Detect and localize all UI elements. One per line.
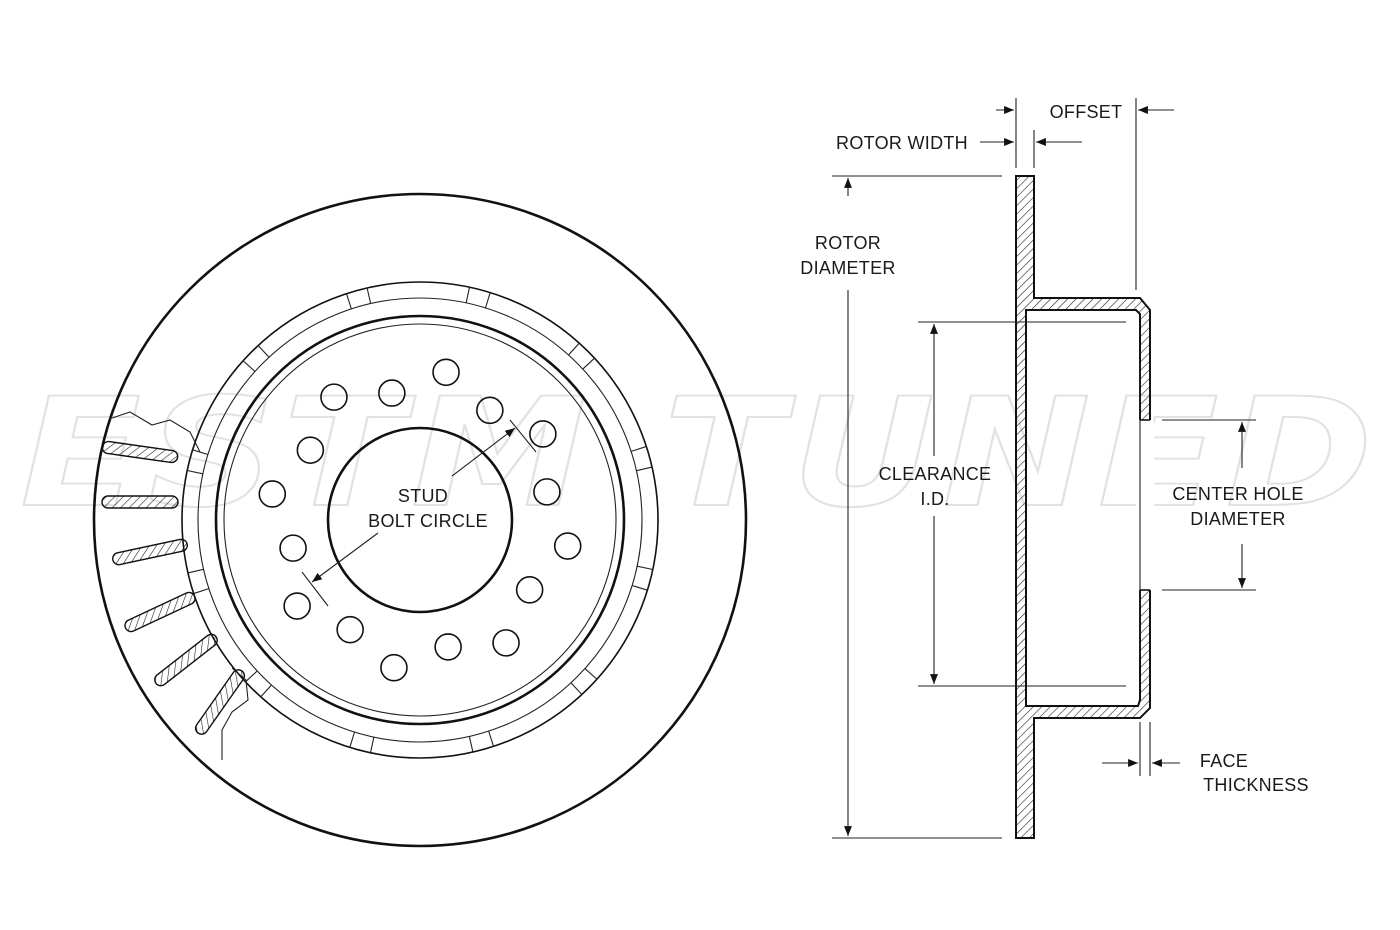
bolt-circle-extension-lower xyxy=(301,571,329,607)
hat-segment-divider xyxy=(630,445,647,452)
bolt-hole xyxy=(492,629,520,657)
hat-segment-divider xyxy=(245,670,258,683)
cutaway-break-line xyxy=(111,411,201,453)
stud-label: STUD xyxy=(398,486,448,506)
bolt-hole xyxy=(529,420,557,448)
rotor-diameter-label-1: ROTOR xyxy=(815,233,881,253)
vent-slot xyxy=(101,495,179,509)
rotor-diameter-label-2: DIAMETER xyxy=(800,258,895,278)
bolt-hole xyxy=(434,633,462,661)
hat-inner-line xyxy=(223,323,617,717)
cutaway-break-line-lower xyxy=(221,667,249,760)
bolt-hole xyxy=(336,615,364,644)
bolt-hole xyxy=(533,478,561,506)
rotor-cross-section xyxy=(1015,175,1151,839)
hat-segment-divider xyxy=(192,449,209,456)
hat-segment-divider xyxy=(584,668,598,680)
center-hole-gap xyxy=(1136,420,1154,590)
hat-segment-divider xyxy=(187,469,203,475)
offset-label: OFFSET xyxy=(1050,102,1123,122)
bolt-hole xyxy=(515,576,544,604)
bolt-hole xyxy=(283,592,311,620)
hat-segment-divider xyxy=(193,588,210,595)
bolt-circle-dimension-line xyxy=(451,427,516,477)
face-thickness-label-1: FACE xyxy=(1200,751,1248,771)
bolt-hole xyxy=(296,436,325,464)
bolt-circle-extension-upper xyxy=(509,419,537,453)
hat-segment-divider xyxy=(484,292,491,309)
bolt-holes xyxy=(258,358,582,682)
hat-segment-divider xyxy=(369,737,375,753)
hat-segment-divider xyxy=(582,357,595,370)
vent-slots xyxy=(101,440,246,735)
vent-slot xyxy=(194,669,246,735)
face-thickness-label-2: THICKNESS xyxy=(1203,775,1309,795)
clearance-label-2: I.D. xyxy=(920,489,949,509)
rotor-outer-edge xyxy=(92,192,748,848)
bolt-hole xyxy=(476,396,504,425)
bolt-hole xyxy=(279,534,307,562)
hat-segment-divider xyxy=(570,682,583,695)
hat-segment-divider xyxy=(631,584,648,591)
bolt-circle-label: BOLT CIRCLE xyxy=(368,511,488,531)
clearance-label-1: CLEARANCE xyxy=(879,464,992,484)
rotor-width-label: ROTOR WIDTH xyxy=(836,133,968,153)
center-hole-label-1: CENTER HOLE xyxy=(1172,484,1303,504)
center-hole-label-2: DIAMETER xyxy=(1190,509,1285,529)
bolt-hole xyxy=(432,358,460,387)
hat-segment-divider xyxy=(568,342,580,356)
hat-segment-divider xyxy=(488,730,495,747)
bolt-hole xyxy=(258,480,287,508)
bolt-hole xyxy=(320,383,348,411)
bolt-hole xyxy=(380,653,408,682)
hat-segment-divider xyxy=(260,684,272,698)
bolt-hole xyxy=(378,379,406,407)
hat-ring-segments xyxy=(187,287,653,753)
hat-ring-inner-line xyxy=(197,297,643,743)
hat-segment-divider xyxy=(637,565,653,571)
hat-segment-divider xyxy=(366,287,372,304)
rotor-face-view: STUD BOLT CIRCLE xyxy=(92,192,748,848)
hat-segment-divider xyxy=(345,293,352,310)
hat-segment-divider xyxy=(257,345,270,358)
vent-slot xyxy=(124,591,196,633)
vent-slot xyxy=(111,538,189,566)
hat-inner-ring xyxy=(214,314,626,726)
hat-segment-divider xyxy=(242,360,256,372)
hat-outer-ring xyxy=(181,281,659,759)
bolt-hole xyxy=(553,532,582,560)
hat-segment-divider xyxy=(349,731,356,748)
hat-segment-divider xyxy=(187,568,204,574)
bolt-circle-dimension-line-lower xyxy=(311,532,379,583)
hat-segment-divider xyxy=(468,736,474,753)
rotor-section-view: ROTOR DIAMETER CLEARANCE I.D. CENTER HOL… xyxy=(800,98,1309,839)
vent-slot xyxy=(154,633,218,687)
center-hole xyxy=(326,426,514,614)
vent-slot xyxy=(101,440,179,464)
hat-segment-divider xyxy=(636,466,653,472)
hat-segment-divider xyxy=(465,287,471,303)
